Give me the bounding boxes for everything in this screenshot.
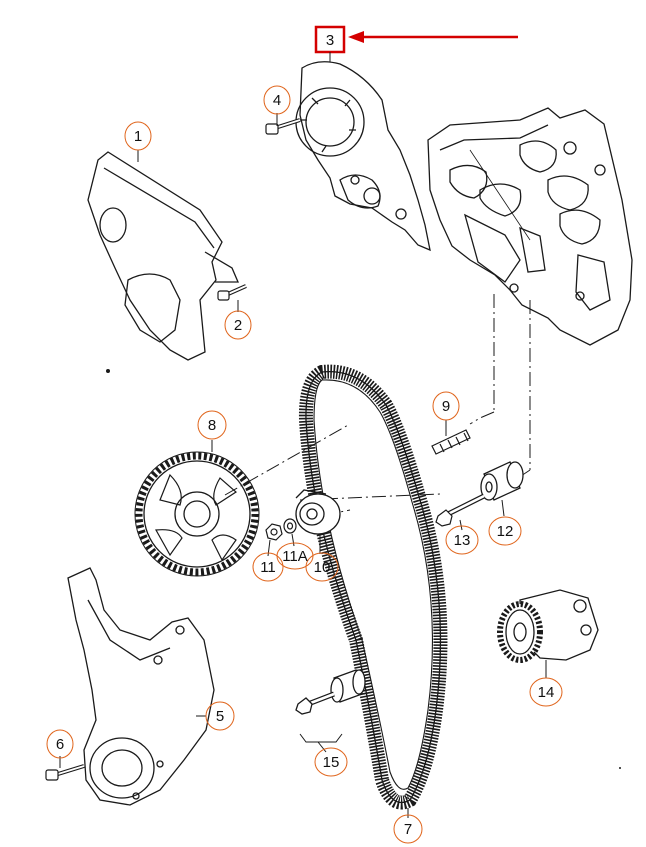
timing-belt-part-7 xyxy=(298,364,448,818)
upper-belt-cover-part-1 xyxy=(87,150,239,361)
lower-belt-cover-part-5 xyxy=(67,567,215,806)
callout-15: 15 xyxy=(314,747,348,777)
callout-label-9: 9 xyxy=(442,398,450,415)
tensioner-part-10 xyxy=(295,489,341,554)
callout-10: 10 xyxy=(305,552,339,582)
callout-12: 12 xyxy=(488,516,522,546)
callout-label-4: 4 xyxy=(273,92,281,109)
callout-label-14: 14 xyxy=(538,684,555,701)
bolt-part-2 xyxy=(217,284,247,312)
idler-part-15 xyxy=(295,669,366,753)
nut-part-11 xyxy=(265,523,283,557)
stray-dot xyxy=(106,369,110,373)
callout-label-15: 15 xyxy=(323,754,340,771)
callout-7: 7 xyxy=(393,814,423,844)
callout-label-11a: 11A xyxy=(282,548,308,565)
callout-label-1: 1 xyxy=(134,128,142,145)
callout-6: 6 xyxy=(46,729,74,759)
callout-14: 14 xyxy=(529,677,563,707)
callout-2: 2 xyxy=(224,310,252,340)
callout-9: 9 xyxy=(432,391,460,421)
callout-label-11: 11 xyxy=(260,559,276,576)
callout-13: 13 xyxy=(445,525,479,555)
stud-part-9 xyxy=(431,420,471,455)
bolt-part-6 xyxy=(45,756,85,781)
callout-label-3: 3 xyxy=(326,32,334,49)
callout-label-12: 12 xyxy=(497,523,514,540)
callout-label-5: 5 xyxy=(216,708,224,725)
water-pump-part-14 xyxy=(497,589,599,678)
callout-label-8: 8 xyxy=(208,417,216,434)
callout-label-13: 13 xyxy=(454,532,471,549)
callout-5: 5 xyxy=(205,701,235,731)
bolt-part-4 xyxy=(265,113,301,135)
callout-8: 8 xyxy=(197,410,227,440)
callout-label-6: 6 xyxy=(56,736,64,753)
callout-11: 11 xyxy=(252,552,284,582)
camshaft-sprocket-part-8 xyxy=(134,440,260,577)
engine-block xyxy=(427,107,633,346)
callout-label-10: 10 xyxy=(314,559,331,576)
callout-label-7: 7 xyxy=(404,821,412,838)
callout-11a: 11A xyxy=(276,542,314,570)
callout-1: 1 xyxy=(124,121,152,151)
callout-4: 4 xyxy=(263,85,291,115)
washer-part-11a xyxy=(283,518,297,547)
bolt-part-13 xyxy=(435,493,486,531)
callout-label-2: 2 xyxy=(234,317,242,334)
stray-dot xyxy=(619,767,621,769)
highlight-marker-3: 3 xyxy=(314,25,518,62)
idler-roller-part-12 xyxy=(480,461,524,517)
rear-belt-guard-part-3 xyxy=(295,61,431,252)
